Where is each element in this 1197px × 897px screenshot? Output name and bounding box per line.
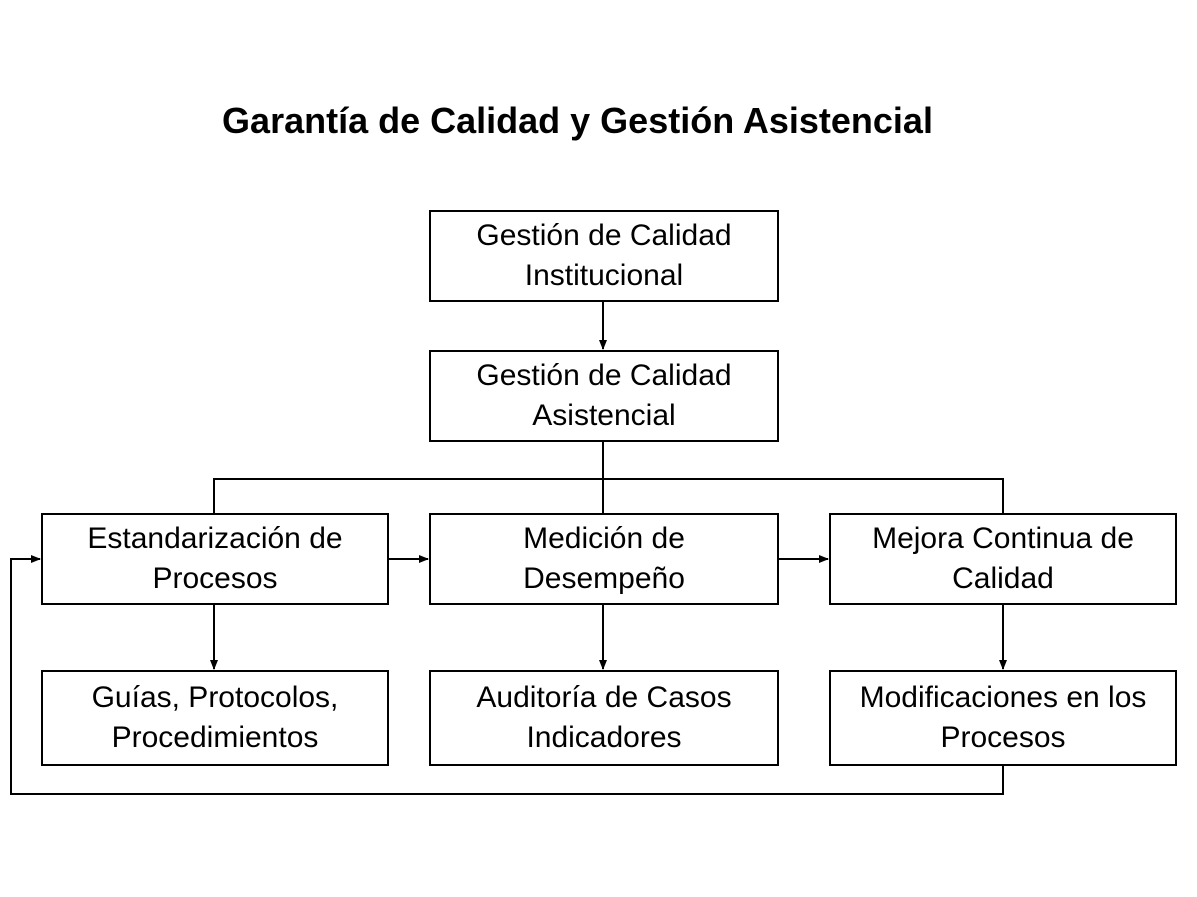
node-label-line2: Indicadores [526, 721, 682, 754]
node-label-line1: Mejora Continua de [872, 522, 1134, 555]
node-estandarizacion-procesos: Estandarización de Procesos [41, 513, 389, 605]
node-label-line1: Medición de [523, 522, 685, 555]
edge-modificaciones-estandarizacion-feedback [10, 555, 1004, 795]
node-label-line2: Asistencial [532, 399, 676, 432]
node-label-line2: Desempeño [523, 562, 685, 595]
node-label-line2: Procesos [940, 721, 1066, 754]
node-label-line1: Auditoría de Casos [476, 681, 732, 714]
node-mejora-continua-calidad: Mejora Continua de Calidad [829, 513, 1177, 605]
node-guias-protocolos: Guías, Protocolos, Procedimientos [41, 670, 389, 766]
node-medicion-desempeno: Medición de Desempeño [429, 513, 779, 605]
node-label-line2: Procedimientos [111, 721, 319, 754]
node-label-line1: Guías, Protocolos, [91, 681, 339, 714]
node-label-line2: Institucional [524, 259, 684, 292]
edge-bus-left-right [213, 478, 1004, 513]
node-label-line1: Modificaciones en los [859, 681, 1147, 714]
node-label-line1: Estandarización de [87, 522, 343, 555]
node-label-line2: Calidad [952, 562, 1054, 595]
node-label-line1: Gestión de Calidad [476, 359, 732, 392]
diagram-title: Garantía de Calidad y Gestión Asistencia… [222, 100, 933, 141]
node-label-line2: Procesos [152, 562, 278, 595]
node-label-line1: Gestión de Calidad [476, 219, 732, 252]
